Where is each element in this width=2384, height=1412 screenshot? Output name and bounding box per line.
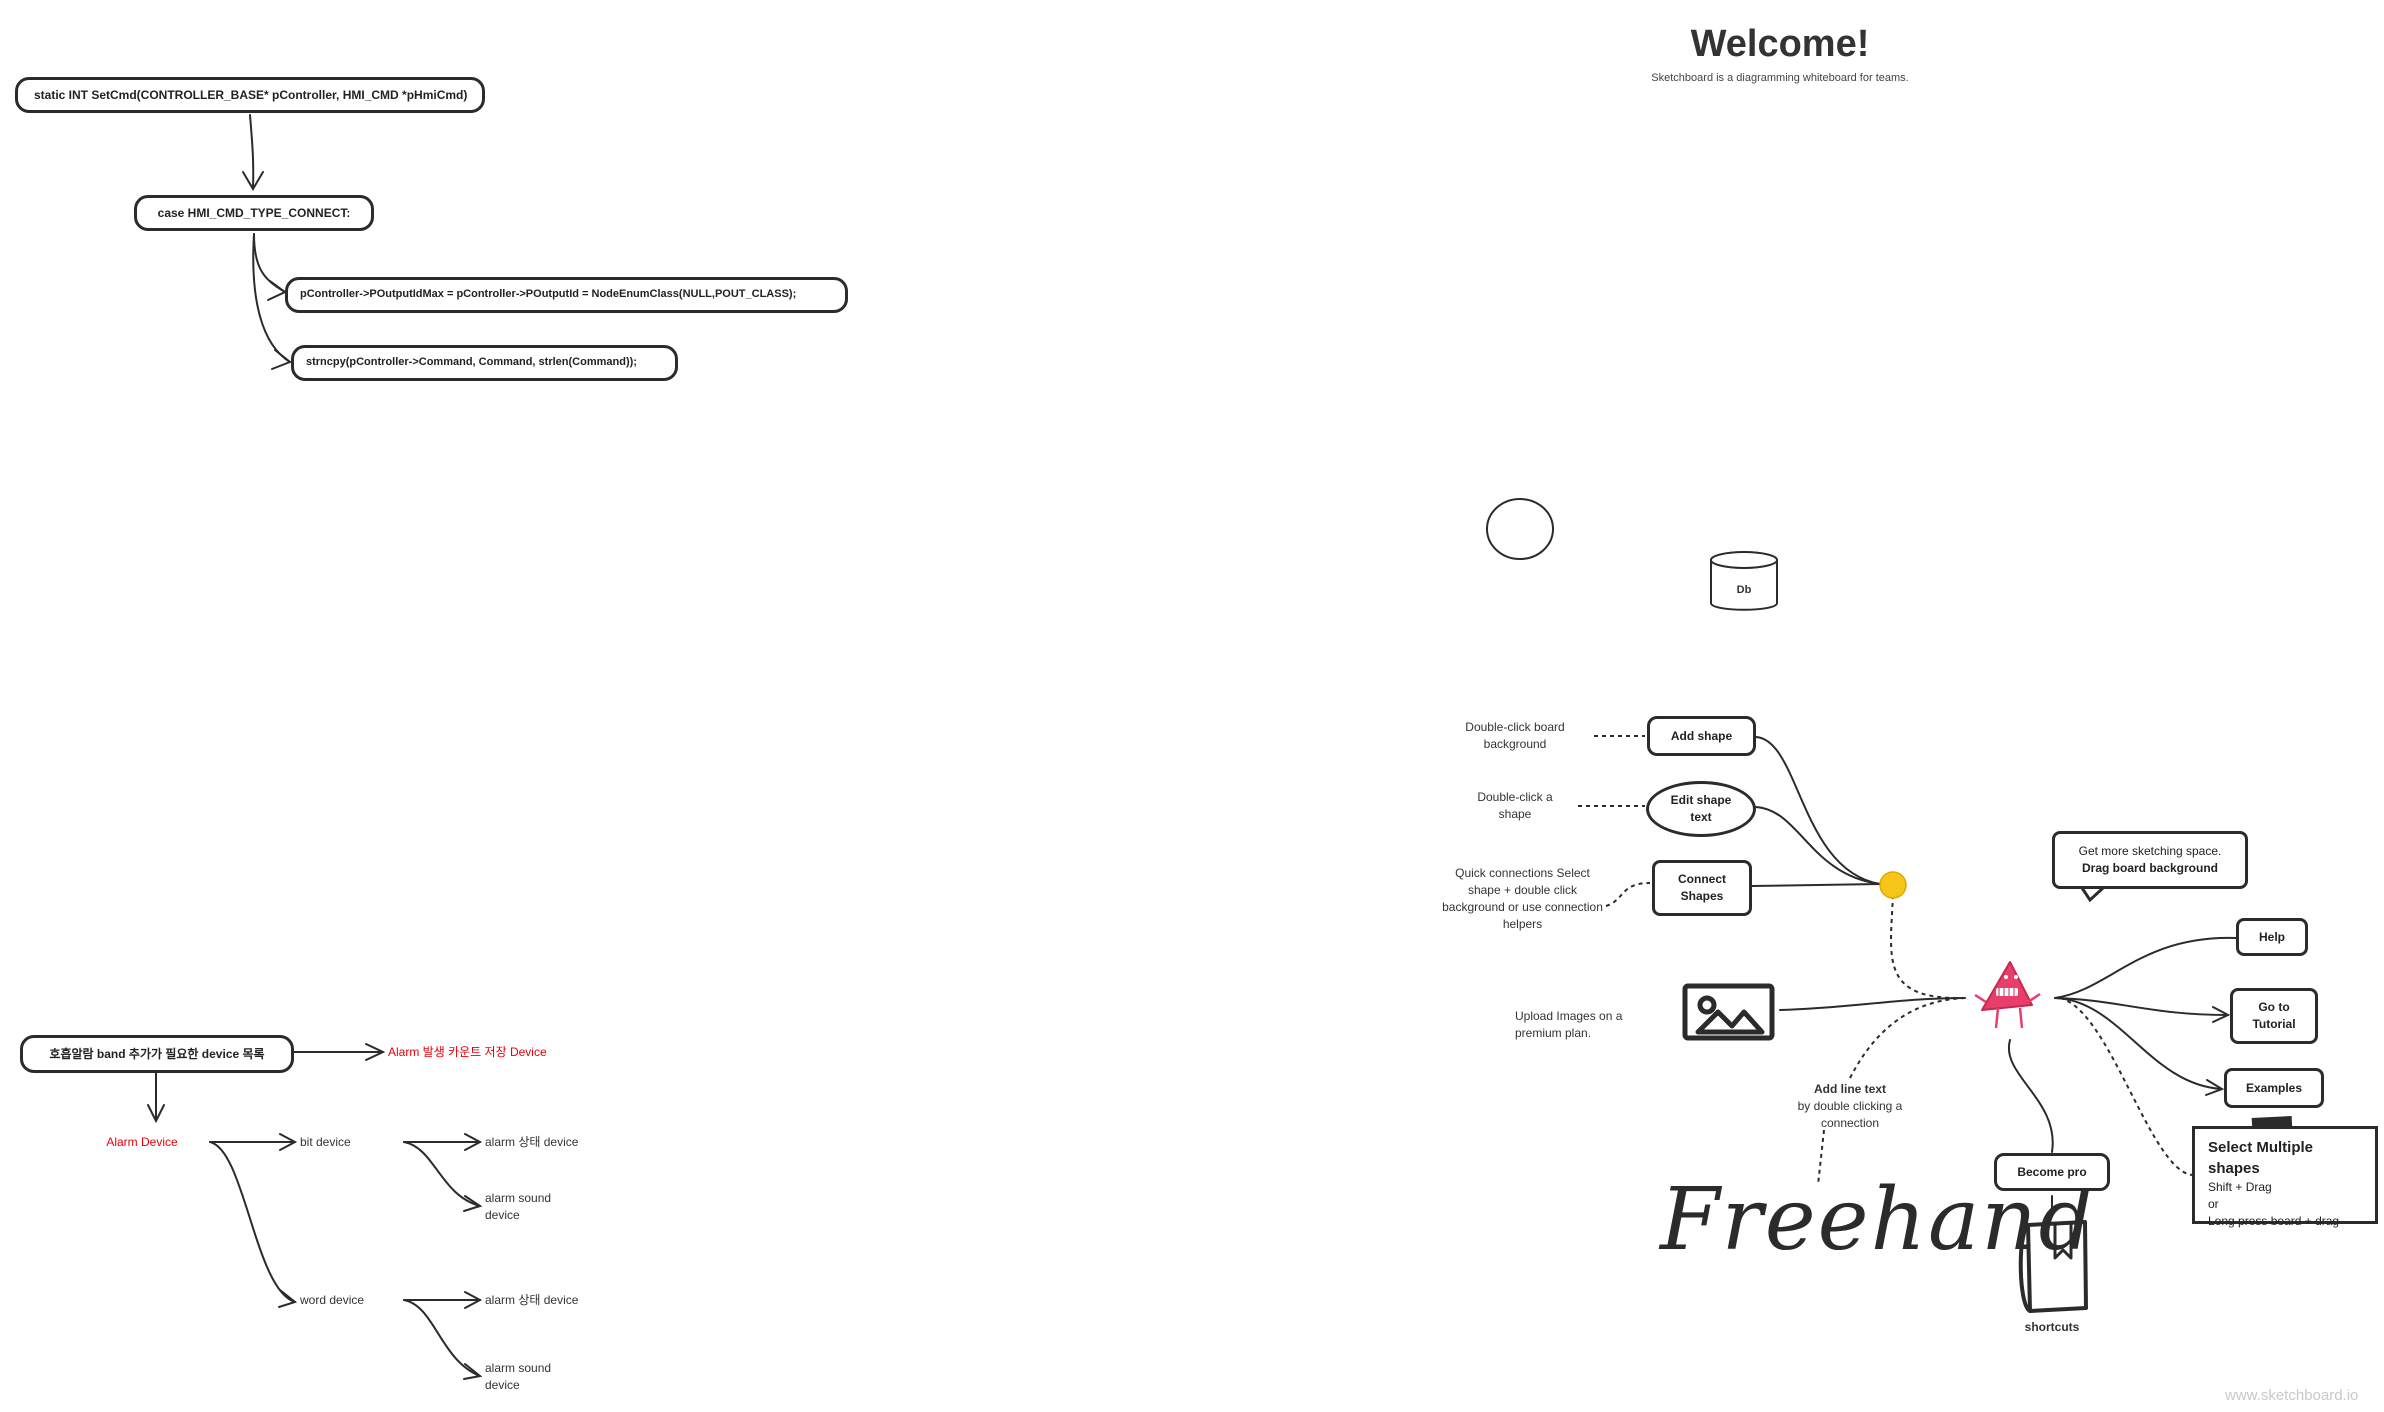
connect-shapes-node[interactable]: Connect Shapes [1652,860,1752,916]
add-shape-hint: Double-click board background [1465,720,1565,751]
page-title: Welcome! [1690,23,1870,65]
db-shape-top [1710,551,1778,569]
sketch-space-bubble: Get more sketching space. Drag board bac… [2052,831,2248,889]
device-root-node[interactable]: 호흡알람 band 추가가 필요한 device 목록 [20,1035,294,1073]
dash-mascot-multi [2059,997,2193,1176]
arrow-head [279,1133,298,1151]
arrow-head [147,1104,165,1124]
add-shape-node[interactable]: Add shape [1647,716,1756,756]
arrow-head [271,349,292,370]
dash-hub-mascot [1890,894,1966,1000]
edge-alarm-word [209,1141,296,1303]
code-node-line2[interactable]: strncpy(pController->Command, Command, s… [291,345,678,381]
upload-hint: Upload Images on a premium plan. [1515,1009,1623,1040]
multi-select-line2: or [2208,1197,2219,1211]
code-node-func[interactable]: static INT SetCmd(CONTROLLER_BASE* pCont… [15,77,485,113]
arrow-head [464,1133,483,1151]
multi-select-line3: Long press board + drag [2208,1214,2340,1228]
sketch-space-text: Get more sketching space. [2078,844,2222,859]
arrow-head [242,171,264,191]
line-text-title: Add line text [1813,1082,1886,1096]
arrow-head [463,1195,483,1212]
edge-func-case [249,114,255,188]
edge-connect-hub [1751,883,1881,887]
word-device-label[interactable]: word device [300,1293,365,1307]
shortcuts-label[interactable]: shortcuts [2024,1320,2080,1334]
code-node-case[interactable]: case HMI_CMD_TYPE_CONNECT: [134,195,374,231]
edge-mascot-tutorial [2054,997,2229,1016]
multi-select-title: Select Multiple shapes [2208,1139,2314,1177]
edge-mascot-pro [2007,1039,2054,1153]
edge-edit-hub [1755,806,1881,885]
examples-button[interactable]: Examples [2224,1068,2324,1108]
alarm-device-label[interactable]: Alarm Device [106,1135,178,1149]
arrow-head [267,280,287,301]
mascot-icon [1974,961,2041,1029]
edit-shape-hint: Double-click a shape [1477,790,1553,821]
dash-connect [1605,882,1651,907]
drag-bg-text: Drag board background [2081,861,2218,875]
help-button[interactable]: Help [2236,918,2308,956]
db-shape [1710,559,1778,611]
arrow-head [2205,1079,2225,1096]
arrow-head [2212,1006,2231,1023]
edge-case-line1 [253,233,286,293]
connect-hint: Quick connections Select shape + double … [1442,866,1603,931]
bit-state-label[interactable]: alarm 상태 device [485,1135,579,1149]
db-label[interactable]: Db [1736,584,1752,596]
arrow-head [463,1363,483,1380]
multi-select-line1: Shift + Drag [2208,1180,2272,1194]
watermark[interactable]: www.sketchboard.io [2225,1387,2359,1404]
page-subtitle: Sketchboard is a diagramming whiteboard … [1651,72,1909,84]
arrow-head [464,1291,483,1309]
freehand-text[interactable]: Freehand [1660,1170,2096,1270]
speech-bubble-tail [2080,886,2105,903]
word-sound-label[interactable]: alarm sound device [485,1361,552,1392]
code-node-line1[interactable]: pController->POutputIdMax = pController-… [285,277,848,313]
edge-add-hub [1755,736,1881,885]
arrow-head [278,1289,298,1308]
side-note-label[interactable]: Alarm 발생 카운트 저장 Device [388,1045,547,1059]
bit-device-label[interactable]: bit device [300,1135,351,1149]
become-pro-button[interactable]: Become pro [1994,1153,2110,1191]
word-state-label[interactable]: alarm 상태 device [485,1293,579,1307]
edit-shape-node[interactable]: Edit shape text [1646,781,1756,837]
edge-image-mascot [1779,997,1966,1011]
edge-mascot-help [2054,936,2237,999]
edge-word-sound [403,1299,481,1377]
arrow-head [365,1043,386,1061]
book-icon [2018,1220,2088,1313]
bit-sound-label[interactable]: alarm sound device [485,1191,552,1222]
multi-select-note: Select Multiple shapes Shift + Drag or L… [2192,1126,2378,1228]
edge-mascot-examples [2054,997,2223,1090]
connection-hub-dot [1879,871,1907,899]
image-icon [1682,983,1775,1041]
edge-bit-sound [403,1141,481,1207]
tutorial-button[interactable]: Go to Tutorial [2230,988,2318,1044]
circle-shape [1486,498,1554,560]
line-text-hint: by double clicking a connection [1797,1099,1903,1130]
dash-linetext-mascot [1849,997,1966,1079]
dash-linetext-freehand [1817,1129,1825,1186]
